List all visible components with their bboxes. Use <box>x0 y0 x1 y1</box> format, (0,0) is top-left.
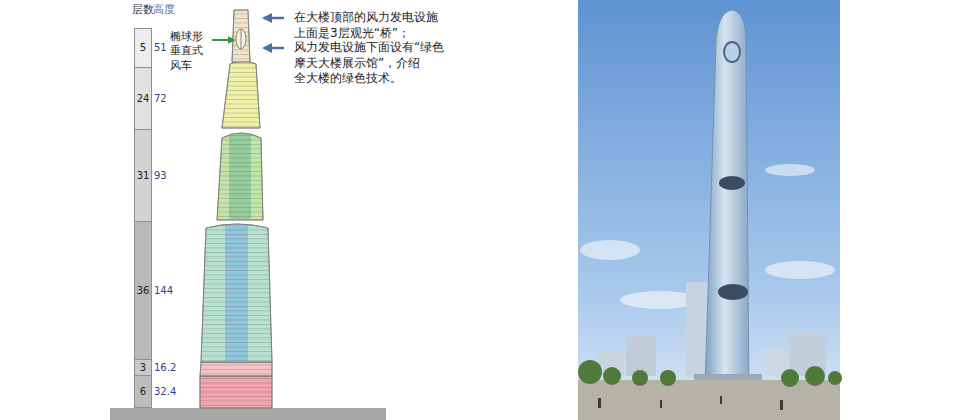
scale-band: 316.2 <box>134 360 178 376</box>
part-label: 椭球形 垂直式 风车 <box>170 30 210 73</box>
callout-note: 风力发电设施下面设有“绿色 摩天大楼展示馆”，介绍 全大楼的绿色技术。 <box>294 40 494 87</box>
height-value: 16.2 <box>154 363 176 373</box>
height-value: 93 <box>154 171 167 181</box>
floor-count: 3 <box>134 363 152 373</box>
floor-count: 24 <box>134 94 152 104</box>
scale-band: 632.4 <box>134 376 178 408</box>
height-value: 72 <box>154 94 167 104</box>
column-heading: 高度 <box>153 3 175 17</box>
callout-note: 在大楼顶部的风力发电设施 上面是3层观光“桥”； <box>294 10 494 41</box>
floor-count: 6 <box>134 387 152 397</box>
column-heading: 层数 <box>132 3 154 17</box>
scale-band: 36144 <box>134 222 178 360</box>
height-value: 144 <box>154 286 173 296</box>
height-value: 32.4 <box>154 387 176 397</box>
height-value: 51 <box>154 43 167 53</box>
floor-count: 5 <box>134 43 152 53</box>
floor-count: 36 <box>134 286 152 296</box>
scale-band: 3193 <box>134 130 178 222</box>
scale-band: 2472 <box>134 68 178 130</box>
floor-count: 31 <box>134 171 152 181</box>
